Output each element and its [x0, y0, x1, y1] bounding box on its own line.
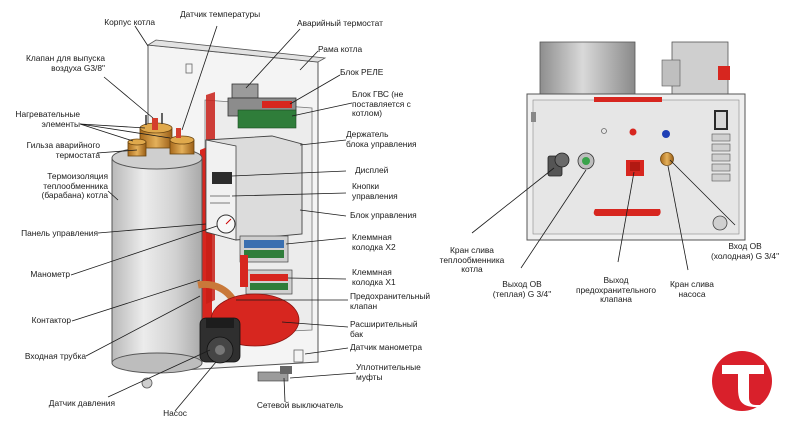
- heating-element-fittings: [127, 113, 195, 157]
- label-displey: Дисплей: [355, 165, 389, 175]
- label-rasshir: Расширительный бак: [350, 319, 418, 339]
- label-derzhatel: Держатель блока управления: [346, 129, 417, 149]
- label-knopki: Кнопки управления: [352, 181, 398, 201]
- circulation-pump: [199, 317, 241, 364]
- right-boiler-illustration: [526, 41, 746, 241]
- label-uplotn: Уплотнительные муфты: [356, 362, 421, 382]
- label-datchik-temp: Датчик температуры: [180, 9, 261, 19]
- label-klapan: Клапан для выпуска воздуха G3/8": [26, 53, 105, 73]
- label-blok-gvs: Блок ГВС (не поставляется с котлом): [352, 89, 411, 119]
- label-predohr: Предохранительный клапан: [350, 291, 431, 311]
- label-blok-upr: Блок управления: [350, 210, 417, 220]
- label-setevoy: Сетевой выключатель: [256, 400, 344, 410]
- label-klemm-x2: Клеммная колодка X2: [352, 232, 396, 252]
- label-vhodnaya: Входная трубка: [24, 351, 86, 361]
- label-korpus: Корпус котла: [104, 17, 155, 27]
- label-panel: Панель управления: [21, 228, 98, 238]
- label-blok-rele: Блок РЕЛЕ: [340, 67, 384, 77]
- label-datchik-man: Датчик манометра: [350, 342, 423, 352]
- label-avar-term: Аварийный термостат: [297, 18, 383, 28]
- brand-logo: [712, 351, 772, 411]
- left-leader-lines: [70, 25, 357, 412]
- label-datchik-davl: Датчик давления: [48, 398, 115, 408]
- heat-exchanger-tank: [111, 157, 203, 364]
- left-boiler-illustration: [111, 39, 327, 389]
- label-kran-sliva-teplo: Кран слива теплообменника котла: [439, 245, 505, 275]
- label-vyhod-ov: Выход ОВ (теплая) G 3/4": [492, 279, 552, 299]
- label-klemm-x1: Клеммная колодка X1: [352, 267, 396, 287]
- label-kontaktor: Контактор: [31, 315, 71, 325]
- label-nagrev: Нагревательные элементы: [15, 109, 80, 129]
- label-termoizol: Термоизоляция теплообменника (барабана) …: [41, 171, 108, 201]
- label-vhod-ov: Вход ОВ (холодная) G 3/4": [710, 241, 780, 261]
- label-gilza: Гильза аварийного термостата: [26, 140, 100, 160]
- label-nasos: Насос: [163, 408, 187, 418]
- label-vyhod-predohr: Выход предохранительного клапана: [575, 275, 657, 305]
- label-kran-sliva-nasos: Кран слива насоса: [670, 279, 714, 299]
- right-leader-lines: [471, 159, 736, 271]
- label-manometr: Манометр: [30, 269, 70, 279]
- label-rama: Рама котла: [318, 44, 363, 54]
